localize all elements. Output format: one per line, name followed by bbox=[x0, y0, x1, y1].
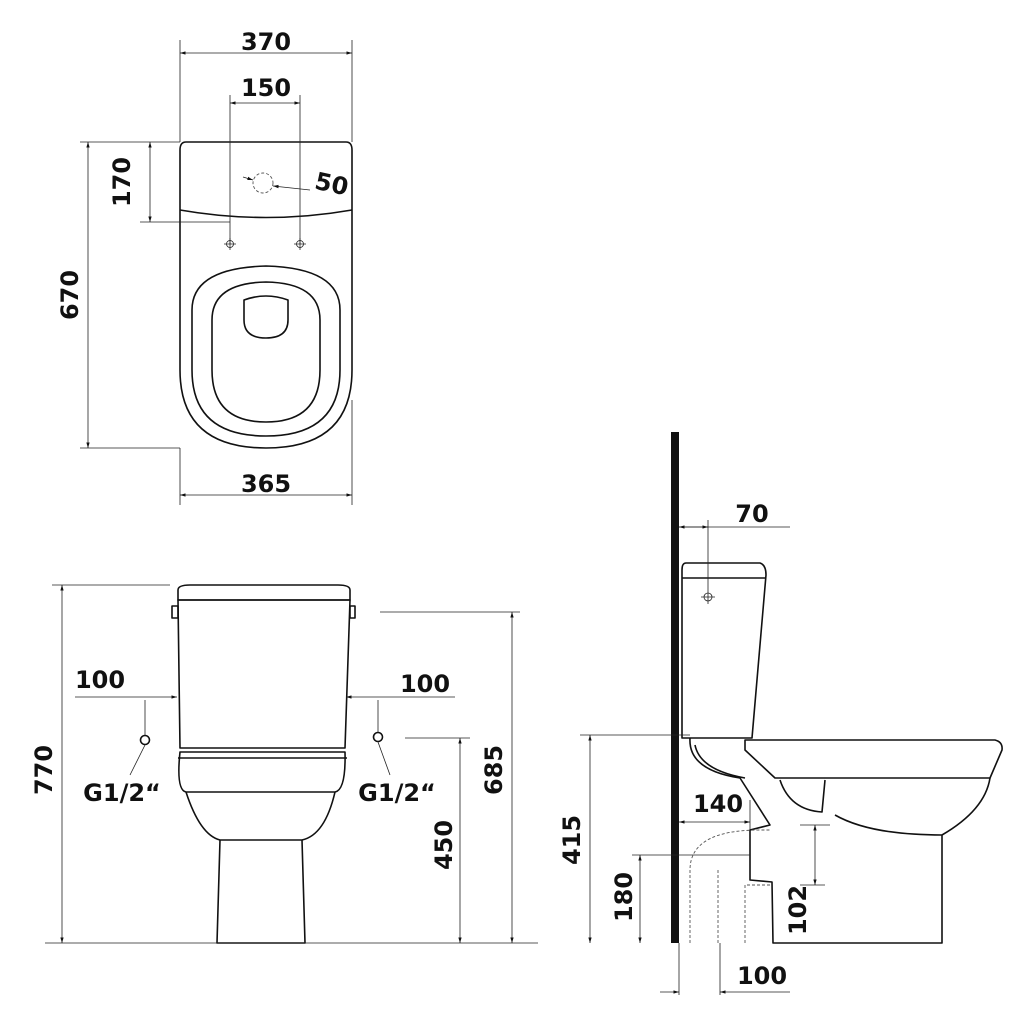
fixing-hole-icon bbox=[224, 238, 306, 250]
bowl-outer-rim bbox=[191, 265, 341, 437]
side-bowl bbox=[689, 737, 991, 944]
dim-total-height: 770 bbox=[30, 745, 58, 795]
dim-length-total: 670 bbox=[56, 270, 84, 320]
side-seat bbox=[744, 739, 1003, 779]
right-inlet-icon bbox=[372, 731, 384, 743]
tank-body bbox=[177, 599, 351, 749]
top-view: 370 150 170 50 670 365 bbox=[56, 28, 353, 505]
seat-opening bbox=[211, 281, 321, 423]
dim-seat-height: 415 bbox=[558, 815, 586, 865]
dim-width-total: 370 bbox=[241, 28, 291, 56]
tank-front-edge bbox=[179, 209, 353, 219]
dim-bowl-width: 365 bbox=[241, 470, 291, 498]
left-connection-label: G1/2“ bbox=[83, 779, 161, 807]
dim-tank-depth: 170 bbox=[108, 157, 136, 207]
dim-inlet-height: 450 bbox=[430, 820, 458, 870]
side-view: 70 140 415 180 102 100 bbox=[558, 432, 1003, 995]
dim-tank-height: 685 bbox=[480, 745, 508, 795]
top-outline bbox=[179, 141, 353, 449]
dim-hole-spacing: 150 bbox=[241, 74, 291, 102]
outlet-pipe bbox=[689, 829, 770, 943]
dim-outlet-gap: 102 bbox=[784, 885, 812, 935]
dim-wall-offset: 100 bbox=[737, 962, 787, 990]
bowl bbox=[185, 791, 336, 841]
tank-button bbox=[171, 605, 356, 619]
side-tank bbox=[681, 562, 767, 739]
wall bbox=[671, 432, 679, 943]
dim-left-offset: 100 bbox=[75, 666, 125, 694]
pedestal bbox=[216, 839, 306, 944]
dim-tank-hole-offset: 70 bbox=[735, 500, 768, 528]
flush-hole bbox=[252, 172, 274, 194]
dim-outlet-depth: 140 bbox=[693, 790, 743, 818]
left-inlet-icon bbox=[139, 734, 151, 746]
right-connection-label: G1/2“ bbox=[358, 779, 436, 807]
dim-hole-diameter: 50 bbox=[312, 167, 350, 201]
tank-lid bbox=[177, 584, 351, 601]
dim-right-offset: 100 bbox=[400, 670, 450, 698]
dim-outlet-height: 180 bbox=[610, 872, 638, 922]
front-view: 100 100 G1/2“ G1/2“ 770 685 450 bbox=[30, 584, 538, 944]
seat-hinge bbox=[243, 295, 289, 339]
side-fixing-icon bbox=[701, 590, 715, 604]
